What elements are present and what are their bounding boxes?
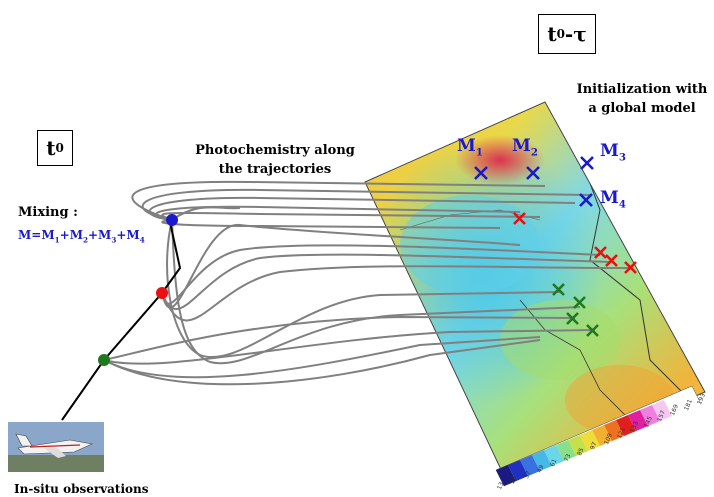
red-mixing-point <box>156 287 168 299</box>
marker-m4-letter: M <box>600 188 619 208</box>
photochemistry-label: Photochemistry along the trajectories <box>180 141 370 179</box>
marker-m1-letter: M <box>457 136 476 156</box>
mixing-formula: M=M1+M2+M3+M4 <box>18 228 145 244</box>
formula-operator: +M <box>116 228 140 242</box>
red-cross <box>624 261 637 274</box>
green-cross <box>586 324 599 337</box>
aircraft-photo <box>8 422 104 472</box>
trajectory <box>155 205 521 221</box>
marker-m3-sub: 3 <box>618 151 626 164</box>
blue-crosses <box>474 156 594 207</box>
marker-m3: M3 <box>600 141 626 163</box>
green-cross <box>566 312 579 325</box>
red-cross <box>513 212 526 225</box>
formula-subscript: 4 <box>139 235 145 245</box>
trajectory <box>166 219 561 358</box>
cross-m3 <box>580 156 594 170</box>
formula-subscript: 3 <box>111 235 117 245</box>
t0-tau-suffix: -τ <box>564 22 587 46</box>
mixing-formula-terms: 1+M2+M3+M4 <box>54 228 145 245</box>
trajectory <box>171 206 241 221</box>
cross-m1 <box>474 166 488 180</box>
trajectory <box>171 219 581 365</box>
marker-m4: M4 <box>600 188 626 210</box>
red-cross <box>605 254 618 267</box>
initialization-line2: a global model <box>588 101 696 116</box>
formula-operator: +M <box>59 228 83 242</box>
t0-sub: 0 <box>55 141 64 155</box>
marker-m2: M2 <box>512 136 538 158</box>
trajectory <box>103 339 541 386</box>
marker-m4-sub: 4 <box>618 198 626 211</box>
formula-subscript: 2 <box>82 235 88 245</box>
t0-tau-label: t <box>547 22 557 46</box>
formula-operator: +M <box>88 228 112 242</box>
trajectory <box>103 336 541 379</box>
formula-subscript: 1 <box>54 235 60 245</box>
initialization-label: Initialization with a global model <box>570 80 714 118</box>
t0-label: t <box>46 136 56 160</box>
trajectories <box>103 180 631 386</box>
green-mixing-point <box>98 354 110 366</box>
initialization-line1: Initialization with <box>576 82 708 97</box>
trajectory <box>103 329 596 365</box>
mixing-label: Mixing : <box>18 205 78 220</box>
photochemistry-line2: the trajectories <box>218 162 332 177</box>
cross-m4 <box>579 193 593 207</box>
trajectory <box>161 265 631 322</box>
trajectory <box>103 315 576 361</box>
marker-m3-letter: M <box>600 141 619 161</box>
trajectory <box>161 211 541 221</box>
marker-m2-letter: M <box>512 136 531 156</box>
photochemistry-line1: Photochemistry along <box>195 143 355 158</box>
green-cross <box>552 283 565 296</box>
marker-m1: M1 <box>457 136 483 158</box>
red-crosses <box>513 212 637 274</box>
t0-tau-sub: 0 <box>556 27 565 41</box>
marker-m2-sub: 2 <box>530 146 538 159</box>
trajectory <box>161 253 611 310</box>
mixing-formula-head: M=M <box>18 228 55 242</box>
red-cross <box>594 246 607 259</box>
marker-m1-sub: 1 <box>475 146 483 159</box>
green-cross <box>573 296 586 309</box>
cross-m2 <box>526 166 540 180</box>
blue-mixing-point <box>166 214 178 226</box>
colorbar <box>495 385 701 487</box>
green-crosses <box>552 283 599 337</box>
insitu-label: In-situ observations <box>14 482 149 496</box>
flight-path <box>61 221 182 421</box>
